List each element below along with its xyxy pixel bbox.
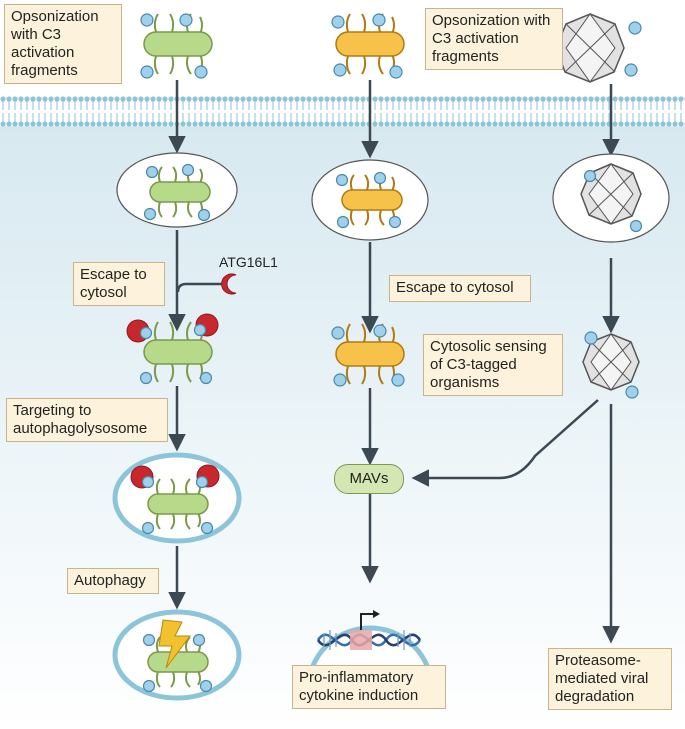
c3-fragment [194,65,208,79]
bacterium-green-cytosol [143,321,213,383]
label-escape-middle: Escape to cytosol [389,275,531,302]
lightning-icon [158,619,191,669]
c3-fragment [140,13,154,27]
label-opsonization-left: Opsonization with C3 activation fragment… [4,4,122,84]
bacterium-yellow-extracellular [335,13,405,75]
c3-fragment [140,65,154,79]
label-proteasome: Proteasome- mediated viral degradation [548,648,672,710]
label-escape-left: Escape to cytosol [73,262,165,306]
label-autophagy: Autophagy [67,568,159,594]
label-atg16l1: ATG16L1 [219,254,278,270]
bacterium-green-endosome [149,166,211,218]
label-targeting: Targeting to autophagolysosome [6,398,168,442]
c3-fragment [179,13,193,27]
label-opsonization-right: Opsonization with C3 activation fragment… [425,8,563,70]
virus-cytosol [582,333,640,391]
atg16l1-icon [221,273,237,295]
bacterium-yellow-cytosol [335,323,405,385]
dna-icon [316,610,422,650]
label-proinflammatory: Pro-inflammatory cytokine induction [292,665,446,709]
label-cytosolic-sensing: Cytosolic sensing of C3-tagged organisms [423,334,563,396]
plasma-membrane [0,96,685,128]
virus-endosome [580,163,642,225]
virus-extracellular [555,13,625,83]
mavs-node: MAVs [334,464,404,494]
atg16l1-recruit-line [176,282,222,293]
arrow-virus-to-mavs [411,399,599,487]
bacterium-green-extracellular [143,13,213,75]
